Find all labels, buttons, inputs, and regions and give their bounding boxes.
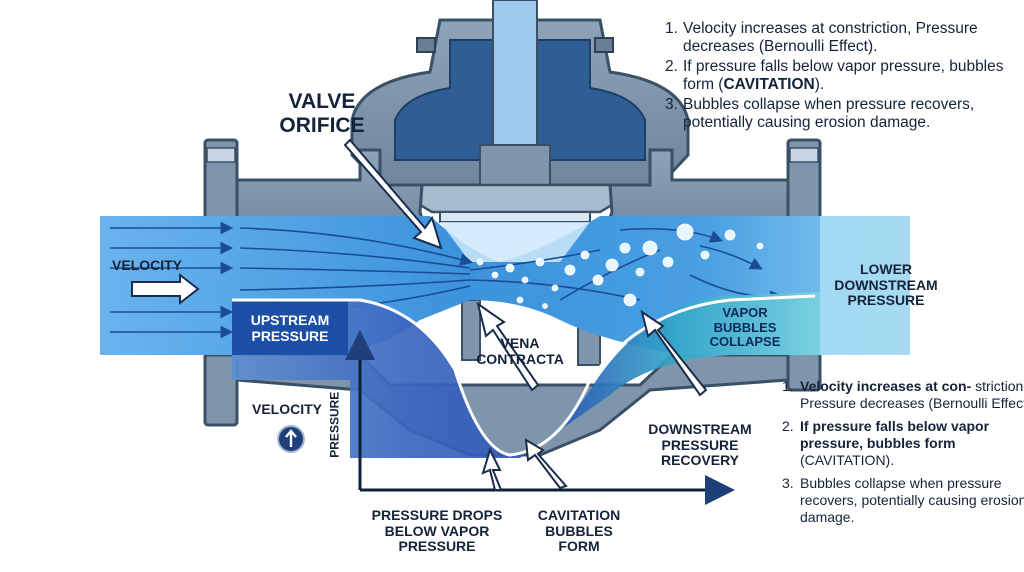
note-top-2: 2.If pressure falls below vapor pressure… bbox=[683, 58, 1023, 94]
note-top-1: 1.Velocity increases at constriction, Pr… bbox=[683, 20, 1023, 56]
notes-top-list: 1.Velocity increases at constriction, Pr… bbox=[665, 20, 1023, 134]
notes-bottom-list: 1.Velocity increases at con- striction, … bbox=[782, 378, 1024, 532]
note-bottom-1: 1.Velocity increases at con- striction, … bbox=[800, 378, 1024, 412]
label-velocity-graph: VELOCITY bbox=[252, 402, 322, 418]
note-bottom-3: 3.Bubbles collapse when pressure recover… bbox=[800, 475, 1024, 526]
up-arrow-icon bbox=[278, 426, 304, 452]
note-top-3: 3.Bubbles collapse when pressure recover… bbox=[683, 96, 1023, 132]
label-velocity-left: VELOCITY bbox=[112, 258, 182, 274]
label-pressure-axis: PRESSURE bbox=[328, 392, 341, 458]
note-bottom-2: 2.If pressure falls below vapor pressure… bbox=[800, 418, 1024, 469]
